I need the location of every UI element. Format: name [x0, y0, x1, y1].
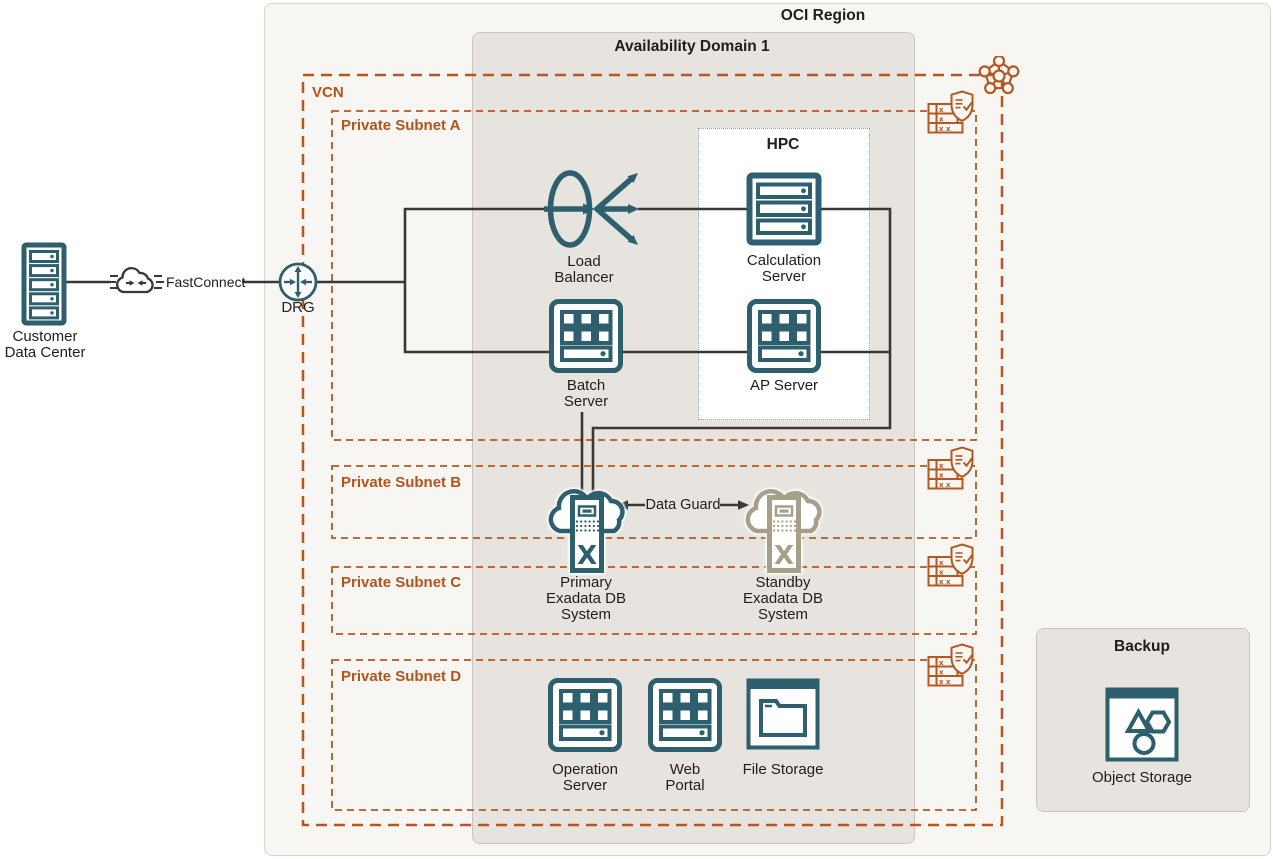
customer-data-center-label: Customer Data Center — [4, 328, 86, 361]
svg-text:x: x — [939, 659, 944, 667]
file-storage-label: File Storage — [742, 761, 824, 778]
batch-server-label: Batch Server — [563, 377, 609, 410]
svg-text:x: x — [939, 106, 944, 114]
svg-text:x: x — [939, 462, 944, 470]
vcn-label: VCN — [312, 84, 344, 101]
backup-title: Backup — [1114, 638, 1170, 655]
svg-text:x x: x x — [939, 678, 951, 686]
subnet-c-label: Private Subnet C — [341, 574, 462, 591]
subnet-a-label: Private Subnet A — [341, 117, 461, 134]
region-title: OCI Region — [780, 7, 866, 24]
svg-text:X: X — [774, 541, 794, 571]
calculation-server-node — [745, 171, 823, 247]
vcn-boundary — [301, 73, 1004, 827]
subnet-a-boundary — [331, 110, 977, 441]
hpc-title: HPC — [766, 136, 800, 153]
standby-exadata-node: X — [741, 485, 825, 575]
calculation-server-icon — [746, 172, 822, 246]
svg-text:x: x — [939, 668, 944, 676]
right-arrow-icon — [738, 500, 749, 510]
availability-domain-title: Availability Domain 1 — [614, 38, 770, 55]
subnet-c-boundary — [331, 566, 977, 635]
subnet-d-boundary — [331, 659, 977, 811]
fastconnect-node — [108, 260, 164, 304]
primary-exadata-label: Primary Exadata DB System — [545, 574, 627, 623]
subnet-b-label: Private Subnet B — [341, 474, 462, 491]
calculation-server-label: Calculation Server — [746, 252, 822, 285]
ap-server-node — [745, 297, 823, 375]
security-list-icon: xx x x — [927, 90, 974, 134]
security-list-icon: xx x x — [927, 643, 974, 687]
drg-router-icon — [278, 262, 318, 302]
svg-text:x: x — [939, 115, 944, 123]
load-balancer-icon — [544, 170, 639, 248]
svg-text:x: x — [939, 568, 944, 576]
web-portal-node — [646, 676, 724, 754]
web-portal-icon — [648, 678, 722, 752]
primary-exadata-node: X — [544, 485, 628, 575]
operation-server-icon — [548, 678, 622, 752]
subnet-d-label: Private Subnet D — [341, 668, 462, 685]
web-portal-label: Web Portal — [665, 761, 705, 794]
security-list-icon: xx x x — [927, 543, 974, 587]
object-storage-icon — [1105, 687, 1179, 762]
vcn-icon — [978, 56, 1020, 95]
operation-server-node — [546, 676, 624, 754]
load-balancer-label: Load Balancer — [554, 253, 614, 286]
file-storage-node — [744, 676, 822, 752]
ap-server-label: AP Server — [749, 377, 819, 394]
object-storage-node — [1103, 685, 1181, 763]
batch-server-icon — [549, 299, 623, 373]
svg-text:x x: x x — [939, 125, 951, 133]
svg-text:x x: x x — [939, 481, 951, 489]
svg-text:x: x — [939, 559, 944, 567]
fastconnect-label: FastConnect — [166, 274, 246, 290]
svg-text:x x: x x — [939, 578, 951, 586]
security-list-icon: xx x x — [927, 446, 974, 490]
file-storage-icon — [746, 678, 820, 750]
svg-text:X: X — [577, 541, 597, 571]
drg-label: DRG — [281, 299, 315, 316]
server-rack-icon — [21, 242, 67, 326]
drg-node — [276, 260, 320, 304]
object-storage-label: Object Storage — [1091, 769, 1193, 786]
fastconnect-icon — [108, 266, 164, 294]
data-guard-label: Data Guard — [645, 497, 721, 513]
subnet-b-boundary — [331, 465, 977, 539]
exadata-standby-icon: X — [745, 489, 822, 573]
data-guard-arrows — [617, 500, 749, 510]
svg-text:x: x — [939, 471, 944, 479]
load-balancer-node — [544, 167, 640, 251]
batch-server-node — [547, 297, 625, 375]
vcn-node — [977, 56, 1021, 98]
customer-data-center-node — [21, 242, 67, 326]
operation-server-label: Operation Server — [552, 761, 618, 794]
exadata-primary-icon: X — [548, 489, 625, 573]
ap-server-icon — [747, 299, 821, 373]
standby-exadata-label: Standby Exadata DB System — [742, 574, 824, 623]
